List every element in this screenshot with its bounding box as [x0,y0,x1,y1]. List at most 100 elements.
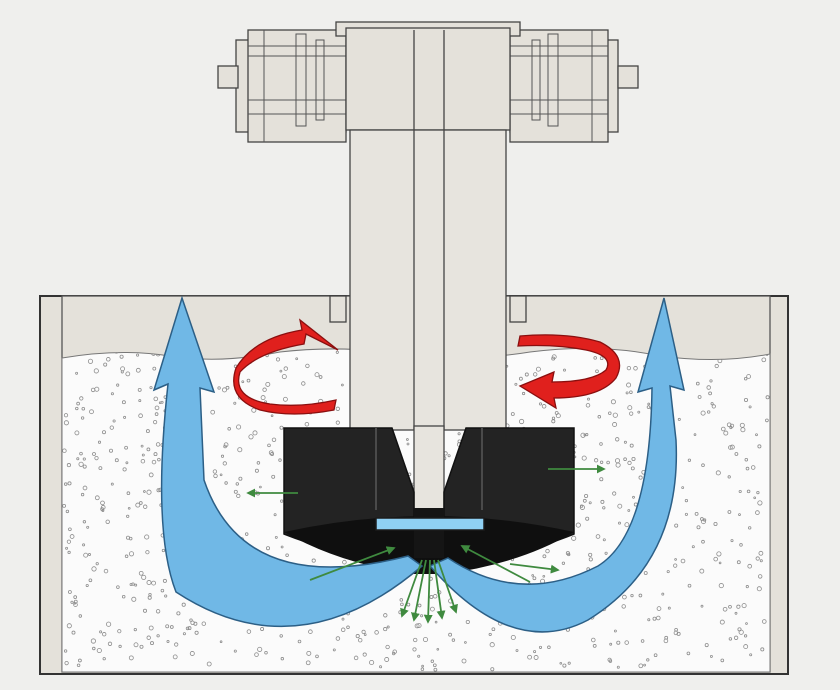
particle [730,539,734,543]
particle [353,655,359,661]
particle [98,466,103,471]
particle [176,611,181,616]
particle [647,402,651,406]
particle [342,559,347,565]
particle [149,386,153,390]
particle [571,535,577,541]
particle [533,650,537,654]
particle [143,490,146,493]
particle [76,457,80,461]
particle [361,629,366,634]
particle [97,440,102,444]
particle [145,429,150,434]
particle [595,369,599,374]
particle [146,635,151,640]
particle [85,583,89,588]
particle [745,585,749,589]
particle [707,410,711,414]
particle [118,644,122,649]
particle [126,535,130,540]
particle [62,448,67,453]
particle [687,458,692,462]
particle [532,576,537,581]
particle [629,411,634,416]
particle [715,470,721,476]
particle [584,493,589,499]
particle [140,458,146,464]
particle [646,405,651,409]
particle [755,556,760,561]
particle [151,459,157,465]
particle [561,561,566,565]
particle [676,631,681,636]
particle [153,452,158,457]
particle [254,652,259,657]
particle [745,622,748,625]
particle [246,629,252,634]
particle [753,496,757,500]
particle [88,578,93,583]
particle [106,621,112,627]
particle [222,461,227,466]
particle [612,422,618,427]
particle [82,485,88,491]
particle [451,638,456,642]
particle [728,637,733,641]
particle [273,513,277,517]
particle [66,463,71,468]
particle [743,397,749,403]
particle [120,366,126,372]
particle [82,520,87,524]
particle [90,638,96,644]
particle [233,489,238,494]
particle [559,661,563,665]
particle [102,430,106,435]
particle [465,619,470,625]
particle [182,632,186,636]
particle [194,630,199,635]
particle [311,558,316,563]
particle [262,387,267,392]
particle [225,385,230,390]
particle [201,621,207,626]
end-cap-left [217,65,239,89]
particle [625,391,629,395]
particle [384,657,390,662]
particle [629,443,634,448]
particle [718,583,724,589]
particle [694,512,699,516]
particle [88,553,91,556]
particle [738,489,742,494]
particle [736,560,741,565]
discharge-arrow-3 [423,559,433,624]
particle [138,501,143,505]
particle [236,493,241,499]
particle [615,462,621,468]
particle [67,550,71,555]
particle [706,385,711,390]
particle [666,570,670,574]
particle [700,410,706,416]
particle [744,377,748,381]
particle [748,526,752,530]
particle [588,501,592,505]
particle [93,368,99,374]
particle [165,624,170,629]
particle [592,644,597,648]
particle [264,650,268,655]
particle [133,642,139,648]
particle [67,481,72,486]
shaft-column [329,27,527,511]
particle [146,580,152,585]
particle [100,500,105,506]
particle [461,658,467,664]
particle [599,356,604,361]
particle [436,647,440,651]
particle [206,661,212,667]
particle [332,648,336,652]
particle [137,387,142,392]
particle [224,481,228,485]
particle [335,406,340,411]
particle [623,440,627,444]
particle [219,473,223,477]
